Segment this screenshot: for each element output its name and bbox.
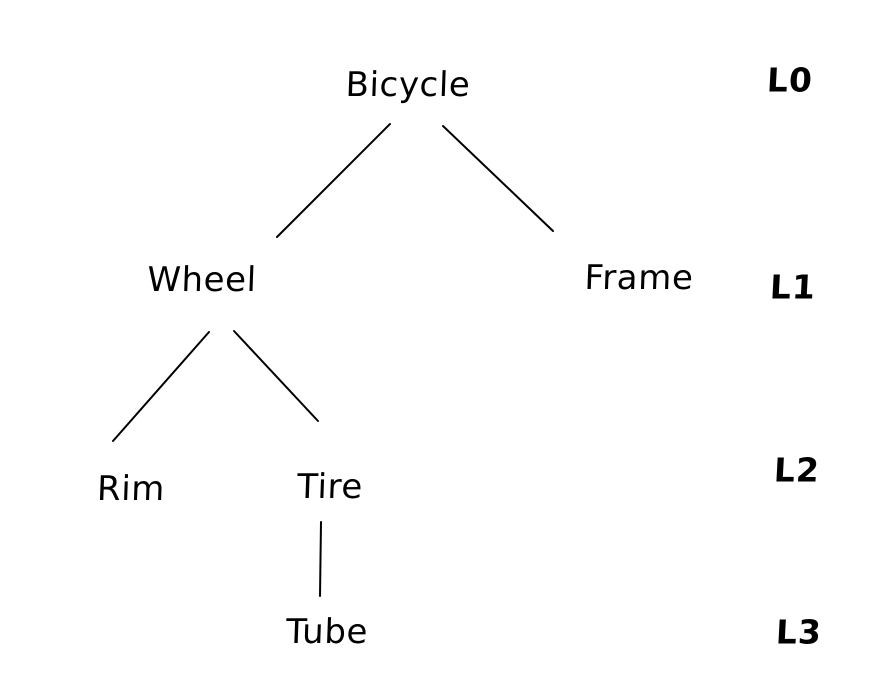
- level-label-l1: L1: [768, 267, 818, 307]
- edge-wheel-rim: [112, 331, 210, 442]
- node-bicycle: Bicycle: [344, 65, 472, 105]
- node-frame: Frame: [583, 258, 695, 298]
- edge-wheel-tire: [233, 330, 319, 422]
- node-rim: Rim: [96, 469, 166, 509]
- edge-tire-tube: [319, 521, 322, 597]
- node-tube: Tube: [285, 612, 369, 652]
- level-label-l3: L3: [774, 612, 824, 652]
- node-wheel: Wheel: [146, 260, 258, 300]
- edge-bicycle-wheel: [276, 123, 391, 238]
- node-tire: Tire: [296, 467, 364, 507]
- level-label-l2: L2: [772, 450, 822, 490]
- edge-bicycle-frame: [442, 125, 554, 232]
- level-label-l0: L0: [765, 60, 815, 100]
